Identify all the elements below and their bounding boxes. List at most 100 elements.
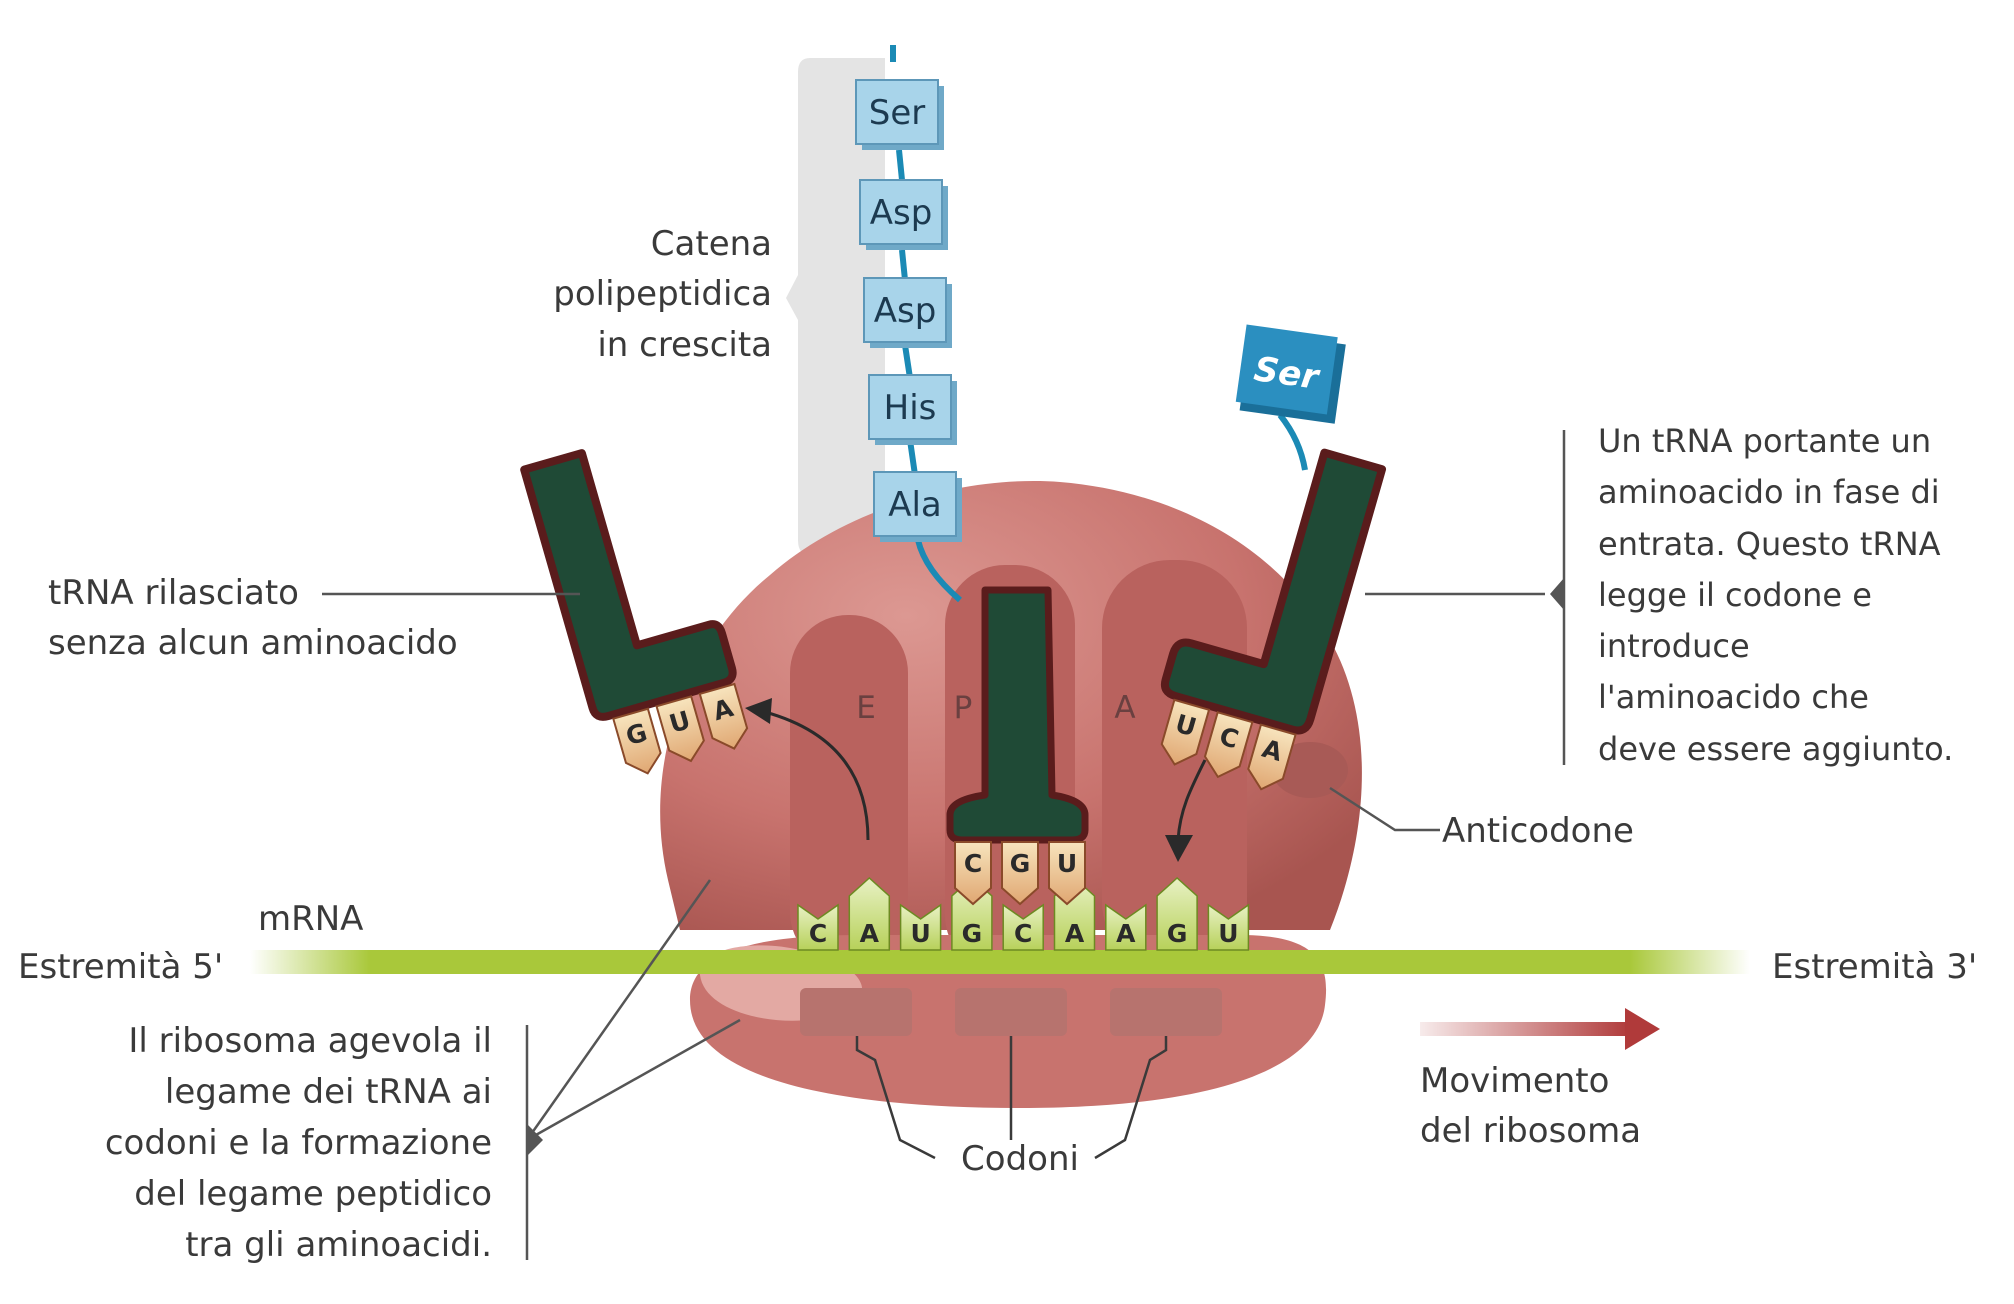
mrna-base: A — [1105, 903, 1147, 951]
chain-amino-acid: Ala — [873, 471, 962, 542]
anticodon-base-shape — [1001, 841, 1039, 906]
anticodon-base: U — [655, 695, 705, 763]
mrna-base-letter: C — [1014, 919, 1032, 948]
incoming-trna-label-line4: legge il codone e — [1598, 576, 1872, 614]
anticodon-base-shape — [655, 695, 705, 763]
anticodon-base: G — [1001, 841, 1039, 906]
anticodon-base: A — [1247, 723, 1297, 791]
codon-slot-1 — [800, 988, 912, 1036]
codons-label: Codoni — [961, 1139, 1079, 1179]
chain-amino-acid: His — [868, 374, 957, 445]
polypeptide-label-line2: polipeptidica — [553, 274, 772, 314]
released-trna-label-line2: senza alcun aminoacido — [48, 623, 458, 663]
ribosome-role-line4: del legame peptidico — [134, 1174, 492, 1214]
amino-acid-box — [855, 79, 939, 145]
amino-acid-label: Ala — [888, 485, 942, 525]
codon-slots — [800, 988, 1222, 1036]
chain-backbone — [890, 45, 962, 603]
chain-amino-acid: Asp — [859, 179, 948, 250]
codon-slot-3 — [1110, 988, 1222, 1036]
incoming-aa-box — [1235, 324, 1338, 415]
anticodon-base-shape — [1160, 698, 1211, 766]
incoming-trna-body — [1160, 448, 1387, 735]
anticodon-base-letter: C — [964, 849, 982, 878]
mrna-label: mRNA — [258, 899, 363, 939]
anticodon-base-shape — [698, 682, 749, 750]
mrna-base-shape — [899, 903, 942, 951]
codon-slot-2 — [955, 988, 1067, 1036]
mrna-base: A — [848, 876, 891, 951]
amino-acid-box — [873, 471, 957, 537]
anticodon-base-letter: U — [1057, 849, 1077, 878]
incoming-trna-label-line3: entrata. Questo tRNA — [1598, 525, 1941, 563]
mrna-base-shape — [1207, 903, 1250, 951]
incoming-aa-label: Ser — [1252, 349, 1323, 398]
movement-label: Movimento del ribosoma — [1420, 1061, 1641, 1151]
mrna-base: U — [899, 903, 942, 951]
site-e-tunnel — [790, 615, 908, 970]
ribosome-role-line3: codoni e la formazione — [105, 1123, 492, 1163]
site-a-label: A — [1114, 690, 1135, 726]
ribosome-role-label: Il ribosoma agevola il legame dei tRNA a… — [105, 1021, 492, 1265]
end5-label: Estremità 5' — [18, 947, 223, 987]
mrna-strand — [250, 950, 1750, 974]
p-site-trna-body — [946, 586, 1089, 844]
anticodon-base-shape — [1048, 841, 1086, 906]
anticodon-base-letter: G — [1010, 849, 1031, 878]
anticodon-base-shape — [1203, 711, 1254, 779]
release-arrow-head — [745, 698, 772, 724]
ribosome-role-line5: tra gli aminoacidi. — [185, 1225, 492, 1265]
mrna-base-shape — [1156, 876, 1198, 951]
amino-acid-label: His — [884, 388, 937, 428]
polypeptide-label-line3: in crescita — [597, 325, 772, 365]
mrna-base-shape — [1105, 903, 1147, 951]
mrna-base-letter: G — [962, 919, 983, 948]
amino-acid-box — [859, 179, 943, 245]
movement-label-line1: Movimento — [1420, 1061, 1609, 1101]
incoming-trna-label: Un tRNA portante un aminoacido in fase d… — [1598, 422, 1953, 768]
mrna-base-shape — [1002, 903, 1044, 951]
mrna-base: C — [1002, 903, 1044, 951]
entry-arrow — [1176, 759, 1207, 841]
anticodon-base-shape — [612, 707, 662, 775]
mrna-base: U — [1207, 903, 1250, 951]
incoming-bracket-notch — [1550, 578, 1564, 610]
released-trna-body — [520, 449, 737, 721]
mrna-base-letter: G — [1167, 919, 1188, 948]
anticodon-patch — [1272, 742, 1348, 798]
release-arrow — [764, 710, 870, 841]
polypeptide-label-line1: Catena — [651, 224, 772, 264]
mrna-base-shape — [797, 903, 839, 951]
released-trna-label-line1: tRNA rilasciato — [48, 573, 299, 613]
site-e-label: E — [856, 690, 876, 726]
mrna-base: C — [797, 903, 839, 951]
incoming-trna-label-line1: Un tRNA portante un — [1598, 422, 1931, 460]
incoming-trna-label-line7: deve essere aggiunto. — [1598, 730, 1953, 768]
incoming-aa-link — [1277, 413, 1308, 471]
anticodon-base: C — [1203, 711, 1254, 779]
ribosome-bracket-notch — [527, 1124, 543, 1156]
mrna-base-letter: C — [809, 919, 827, 948]
anticodon-base-shape — [954, 841, 992, 906]
end3-label: Estremità 3' — [1772, 947, 1977, 987]
polypeptide-label: Catena polipeptidica in crescita — [553, 224, 772, 365]
incoming-trna-label-line5: introduce — [1598, 627, 1750, 665]
anticodon-base: U — [1160, 698, 1211, 766]
mrna-base: G — [1156, 876, 1198, 951]
mrna-base-letter: U — [910, 919, 930, 948]
movement-label-line2: del ribosoma — [1420, 1111, 1641, 1151]
anticodon-base-shape — [1247, 723, 1297, 791]
anticodon-base: A — [698, 682, 749, 750]
chain-amino-acid: Ser — [855, 79, 944, 150]
anticodon-base: G — [612, 707, 662, 775]
entry-arrow-head — [1165, 835, 1193, 862]
movement-arrow-head — [1625, 1008, 1660, 1050]
